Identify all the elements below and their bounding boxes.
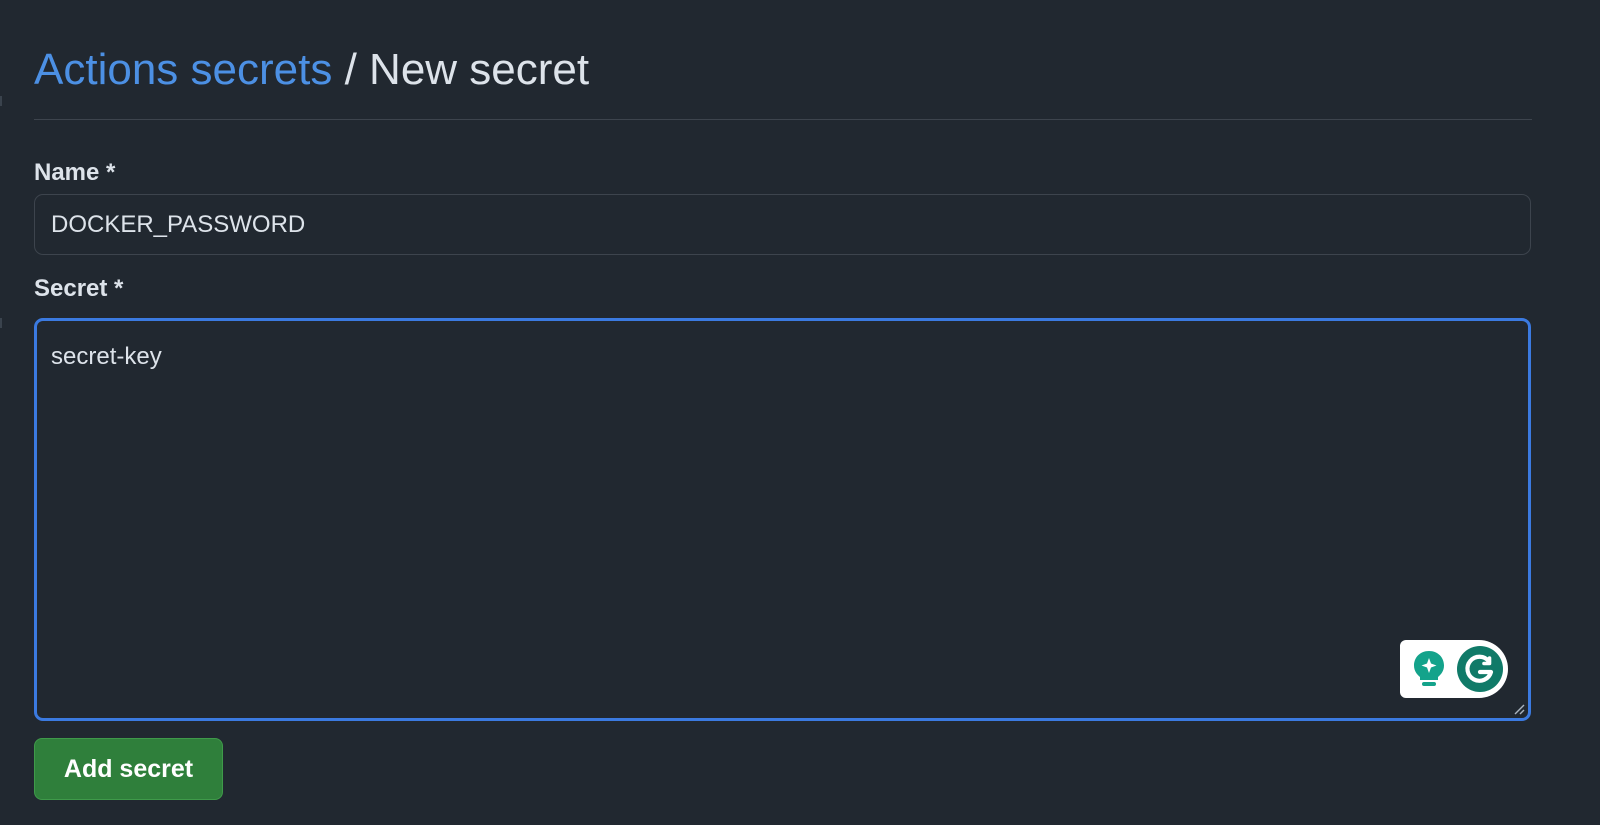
page-title: New secret [369, 45, 590, 94]
secret-label: Secret * [34, 275, 124, 302]
breadcrumb-separator: / [344, 45, 357, 94]
grammarly-widget[interactable] [1400, 640, 1508, 698]
page-header: Actions secrets / New secret [34, 40, 1532, 120]
grammarly-g-icon[interactable] [1456, 645, 1504, 693]
edge-marker [0, 318, 2, 328]
breadcrumb-actions-secrets-link[interactable]: Actions secrets [34, 45, 333, 94]
secret-textarea[interactable]: secret-key [34, 318, 1531, 721]
lightbulb-sparkle-icon[interactable] [1412, 650, 1446, 688]
name-input[interactable] [34, 194, 1531, 255]
add-secret-button[interactable]: Add secret [34, 738, 223, 800]
secret-field: secret-key [34, 318, 1531, 721]
name-label: Name * [34, 159, 116, 186]
breadcrumb: Actions secrets / New secret [34, 40, 1532, 100]
edge-marker [0, 96, 2, 106]
